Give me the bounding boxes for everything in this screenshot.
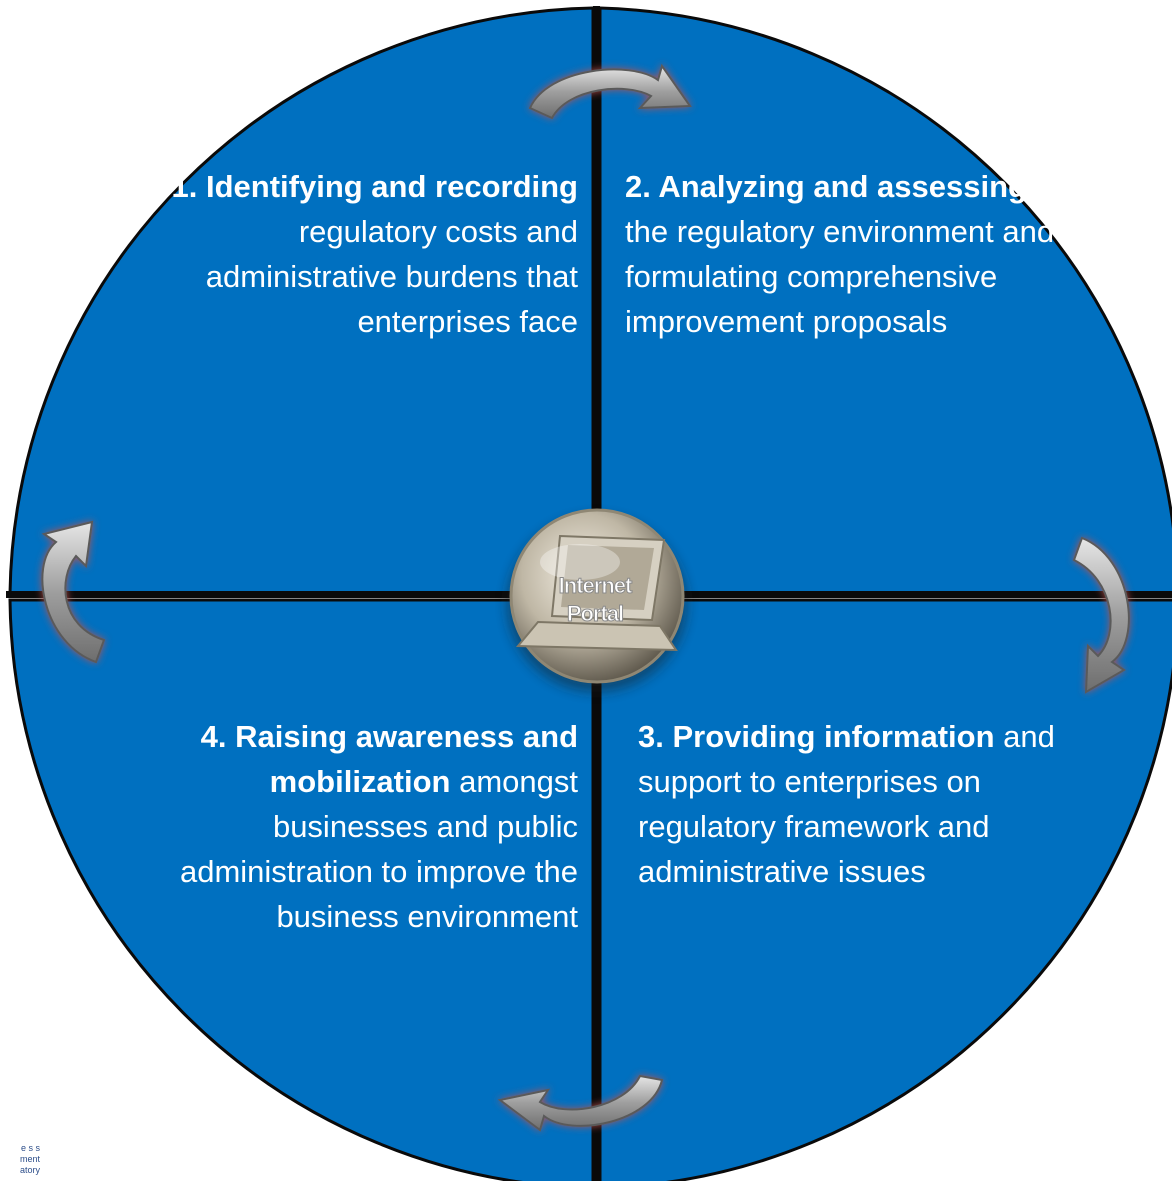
quadrant-4-body: amongst businesses and public administra…: [179, 764, 578, 934]
quadrant-2-text: 2. Analyzing and assessing the regulator…: [625, 164, 1055, 344]
quadrant-2-body: the regulatory environment and formulati…: [625, 214, 1055, 339]
quadrant-1-body: regulatory costs and administrative burd…: [205, 214, 578, 339]
center-label-line2: Portal: [566, 601, 624, 627]
quadrant-1-text: 1. Identifying and recording regulatory …: [150, 164, 578, 344]
quadrant-2: [598, 6, 1172, 595]
quadrant-4-heading: 4. Raising awareness and mobilization: [200, 719, 578, 799]
curved-arrow-icon: [1072, 536, 1130, 694]
logo-line1: e s s: [20, 1143, 40, 1153]
logo-fragment: e s s ment atory: [0, 1143, 40, 1176]
quadrant-3-text: 3. Providing information and support to …: [638, 714, 1068, 894]
curved-arrow-icon: [41, 520, 106, 664]
laptop-icon: [507, 508, 687, 692]
quadrant-1-heading: 1. Identifying and recording: [171, 169, 578, 204]
quadrant-3-heading: 3. Providing information: [638, 719, 995, 754]
curved-arrow-icon: [497, 1074, 664, 1132]
quadrant-3: [598, 598, 1172, 1181]
logo-line2: ment: [19, 1154, 40, 1164]
quadrant-3-body: and support to enterprises on regulatory…: [638, 719, 1055, 889]
logo-line3: atory: [19, 1165, 40, 1175]
quadrant-4-text: 4. Raising awareness and mobilization am…: [140, 714, 578, 939]
center-label-line1: Internet: [558, 573, 633, 599]
curved-arrow-icon: [528, 63, 692, 120]
center-label: Internet Portal: [510, 572, 680, 628]
quadrant-4: [8, 598, 595, 1181]
quadrant-1: [8, 6, 595, 595]
quadrant-2-heading: 2. Analyzing and assessing: [625, 169, 1027, 204]
